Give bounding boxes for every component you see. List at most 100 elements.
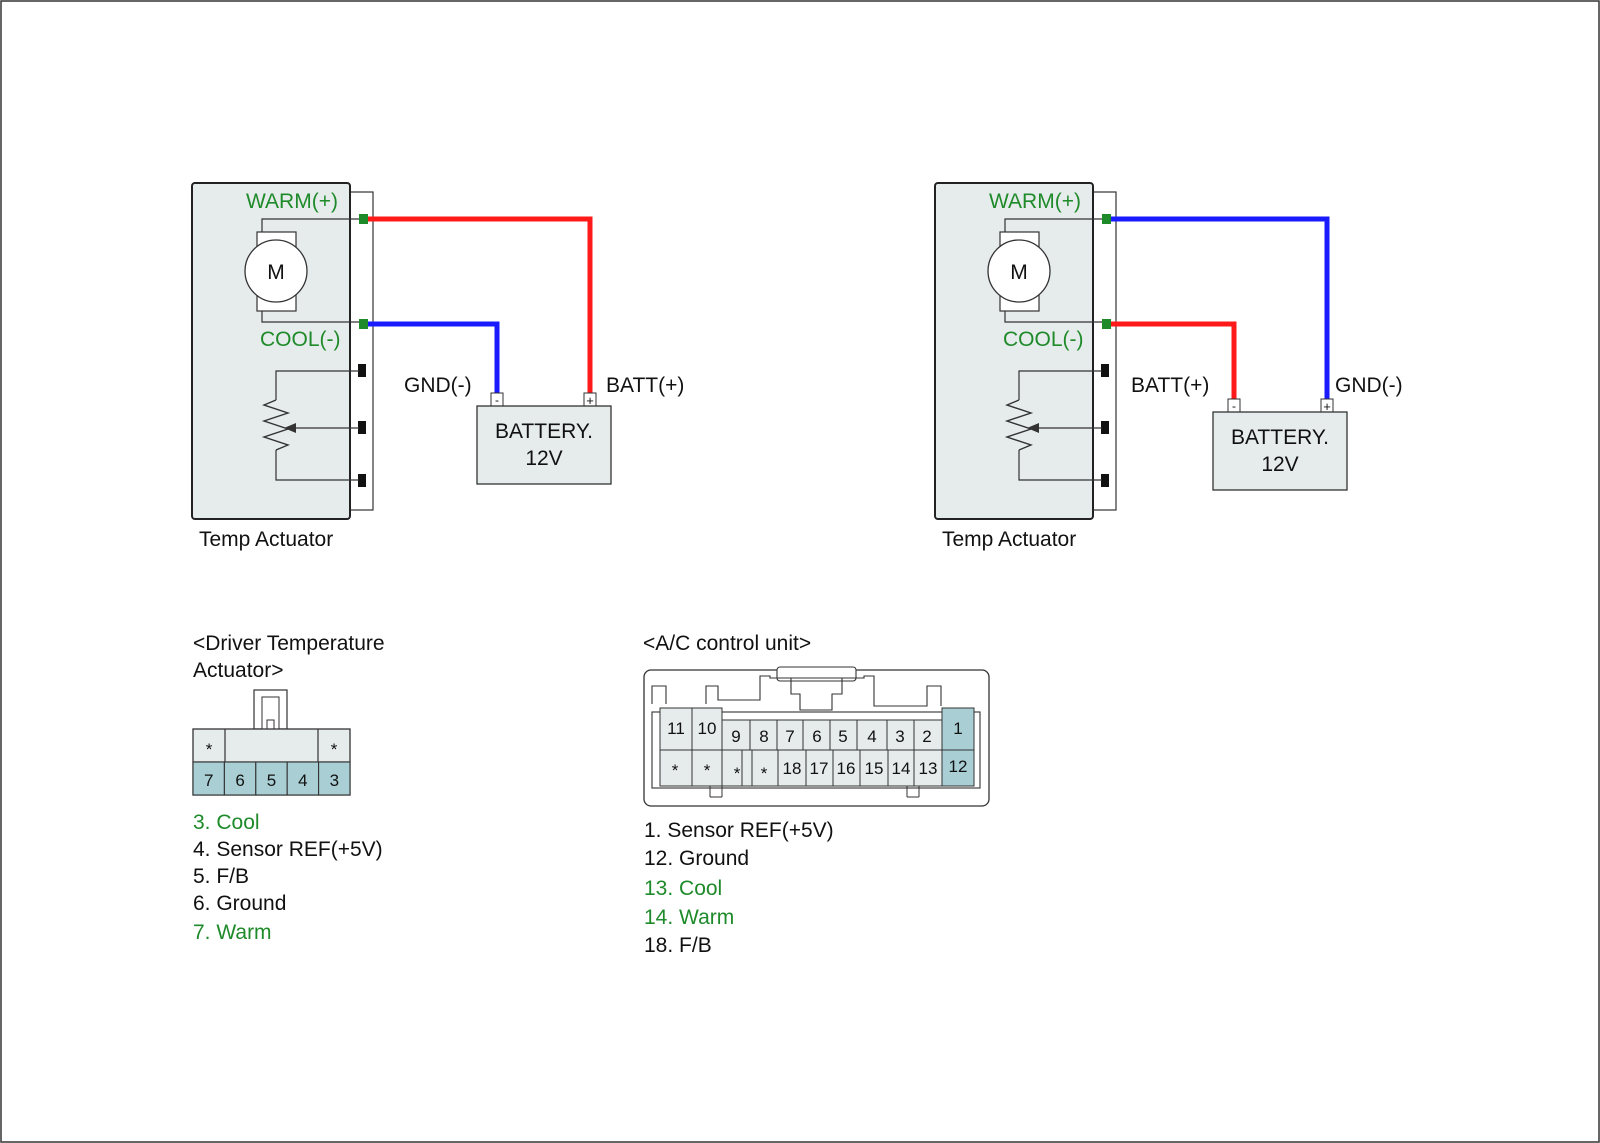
left-gnd-label: GND(-)	[404, 374, 472, 397]
driver-actuator-connector: <Driver Temperature Actuator> * * 7 6 5 …	[192, 632, 385, 944]
ac-pin-1: 1	[953, 719, 962, 738]
driver-pin-top: *	[331, 740, 338, 759]
left-negative-wire	[368, 321, 500, 393]
ac-pin: 15	[865, 759, 884, 778]
ac-pin: 14	[892, 759, 911, 778]
right-battery-label-line2: 12V	[1261, 453, 1298, 476]
right-negative-wire	[1111, 216, 1330, 399]
right-potentiometer-icon	[1004, 370, 1102, 481]
right-battery-negative-mark: -	[1232, 399, 1236, 413]
ac-legend-item: 12. Ground	[644, 847, 749, 870]
driver-legend-item: 5. F/B	[193, 865, 249, 888]
driver-connector-title-line1: <Driver Temperature	[193, 632, 385, 655]
driver-pin-cell-5	[255, 761, 288, 796]
right-pin-terminal	[1101, 474, 1109, 487]
right-cool-label: COOL(-)	[1003, 328, 1084, 351]
left-positive-wire	[368, 216, 593, 393]
right-motor-wire-top	[1004, 218, 1102, 232]
left-pin-terminal	[358, 474, 366, 487]
ac-pin: 2	[922, 727, 931, 746]
ac-pin: 13	[919, 759, 938, 778]
driver-connector-pin-row	[192, 761, 351, 796]
right-cool-terminal	[1102, 319, 1111, 329]
ac-legend-item: 1. Sensor REF(+5V)	[644, 819, 834, 842]
ac-pin: *	[734, 764, 741, 783]
ac-pin: *	[761, 764, 768, 783]
ac-connector-title: <A/C control unit>	[643, 632, 811, 655]
right-actuator-body	[934, 182, 1094, 520]
ac-legend-item: 13. Cool	[644, 877, 722, 900]
right-battery-positive-mark: +	[1323, 399, 1331, 414]
ac-pin: 9	[731, 727, 740, 746]
driver-connector-title-line2: Actuator>	[193, 659, 283, 682]
right-motor-wire-bottom	[1004, 311, 1102, 323]
ac-pin: 4	[867, 727, 876, 746]
left-battery-positive-mark: +	[586, 393, 594, 408]
ac-legend-item: 14. Warm	[644, 906, 734, 929]
left-motor-icon: M	[244, 239, 308, 303]
ac-pin-1-cell	[941, 707, 975, 751]
driver-pin-top: *	[206, 740, 213, 759]
right-warm-label: WARM(+)	[989, 190, 1081, 213]
right-positive-wire	[1111, 321, 1237, 399]
left-actuator-body	[191, 182, 351, 520]
left-motor-wire-bottom	[261, 311, 359, 323]
right-motor-icon: M	[987, 239, 1051, 303]
ac-pin-12-cell	[941, 749, 975, 787]
right-motor-symbol: M	[1010, 261, 1028, 284]
ac-legend-item: 18. F/B	[644, 934, 712, 957]
ac-pin: 6	[812, 727, 821, 746]
right-pin-terminal	[1101, 364, 1109, 377]
right-circuit: M WARM(+) COOL(-) Temp Actuator - + BATT…	[934, 182, 1403, 551]
ac-pin: 7	[785, 727, 794, 746]
right-pin-terminal	[1101, 421, 1109, 434]
left-pin-terminal	[358, 364, 366, 377]
right-batt-label: BATT(+)	[1131, 374, 1209, 397]
left-cool-terminal	[359, 319, 368, 329]
driver-pin-3: 3	[330, 771, 339, 790]
left-battery-label-line1: BATTERY.	[495, 420, 593, 443]
ac-pin: *	[672, 761, 679, 780]
right-gnd-label: GND(-)	[1335, 374, 1403, 397]
left-warm-label: WARM(+)	[246, 190, 338, 213]
ac-pin: 5	[838, 727, 847, 746]
ac-pin-12: 12	[949, 757, 968, 776]
right-battery-icon	[1212, 398, 1348, 491]
driver-pin-7: 7	[204, 771, 213, 790]
ac-pin: 17	[810, 759, 829, 778]
left-warm-terminal	[359, 214, 368, 224]
driver-pin-6: 6	[235, 771, 244, 790]
driver-pin-cell-3	[318, 761, 351, 796]
driver-pin-cell-4	[286, 761, 320, 796]
ac-pin: 10	[698, 719, 717, 738]
left-motor-wire-top	[261, 218, 359, 232]
left-batt-label: BATT(+)	[606, 374, 684, 397]
right-warm-terminal	[1102, 214, 1111, 224]
driver-legend-item: 6. Ground	[193, 892, 286, 915]
ac-pin: 18	[783, 759, 802, 778]
left-pin-terminal	[358, 421, 366, 434]
driver-pin-5: 5	[267, 771, 276, 790]
ac-pin: 8	[759, 727, 768, 746]
driver-legend-item: 7. Warm	[193, 921, 272, 944]
left-battery-label-line2: 12V	[525, 447, 562, 470]
left-battery-icon	[476, 392, 612, 485]
ac-pin: *	[704, 761, 711, 780]
ac-pin: 3	[895, 727, 904, 746]
left-circuit: M WARM(+) COOL(-) Temp Actuator - + BATT…	[191, 182, 684, 551]
driver-pin-4: 4	[298, 771, 307, 790]
right-battery-label-line1: BATTERY.	[1231, 426, 1329, 449]
left-cool-label: COOL(-)	[260, 328, 341, 351]
left-actuator-caption: Temp Actuator	[199, 528, 333, 551]
left-motor-symbol: M	[267, 261, 285, 284]
ac-pin: 11	[667, 719, 685, 738]
left-potentiometer-icon	[261, 370, 359, 481]
driver-legend-item: 3. Cool	[193, 811, 260, 834]
ac-control-unit-connector: <A/C control unit>	[643, 632, 990, 957]
left-battery-negative-mark: -	[495, 393, 499, 407]
right-actuator-caption: Temp Actuator	[942, 528, 1076, 551]
ac-pin: 16	[837, 759, 856, 778]
